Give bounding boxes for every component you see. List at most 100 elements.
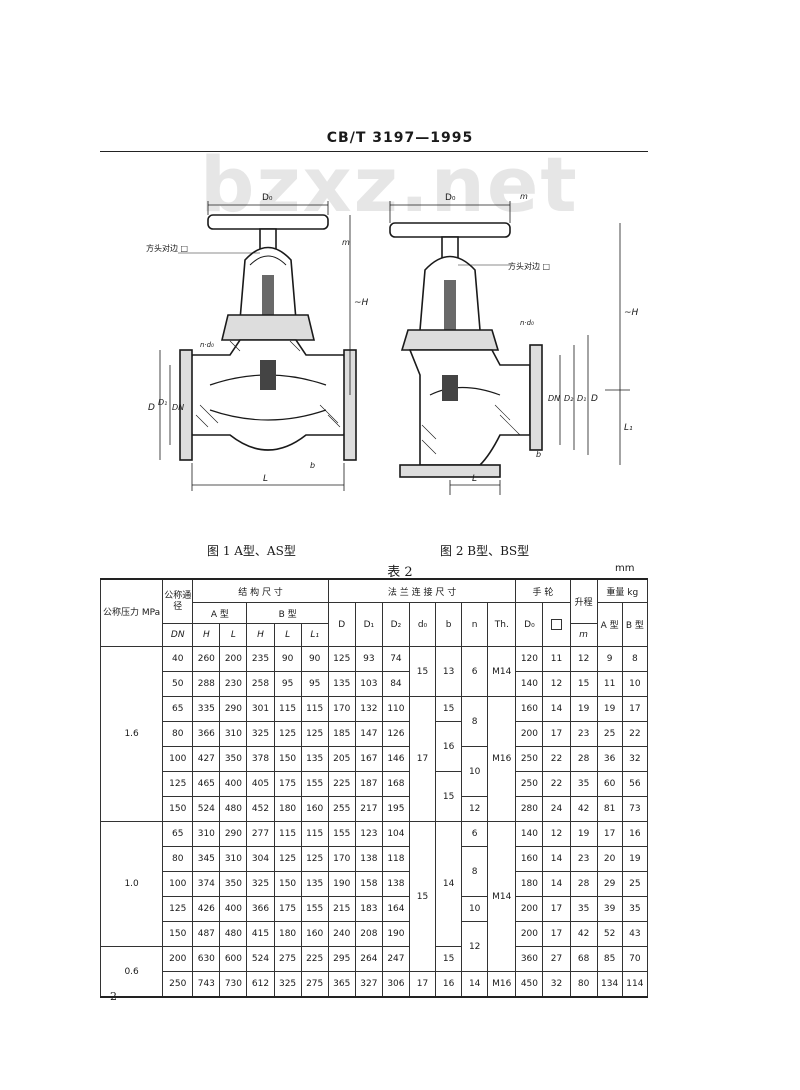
- figure-2-caption: 图 2 B型、BS型: [440, 544, 530, 558]
- cell: 427: [192, 746, 221, 772]
- cell: 12: [461, 796, 489, 822]
- cell: 19: [596, 696, 623, 722]
- cell: 183: [354, 896, 383, 922]
- cell: 22: [621, 721, 649, 747]
- cell: 180: [515, 871, 544, 897]
- cell: 35: [569, 771, 598, 797]
- cell: 345: [192, 846, 221, 872]
- cell: 80: [162, 846, 194, 872]
- header-dn-group: 公称通径: [162, 578, 194, 624]
- cell: 35: [621, 896, 649, 922]
- cell: 95: [273, 671, 302, 697]
- cell: 378: [246, 746, 275, 772]
- table-title: 表 2: [387, 565, 413, 580]
- cell: 160: [300, 796, 329, 822]
- label-square-fig1: 方头对边 □: [146, 243, 188, 253]
- cell: 366: [192, 721, 221, 747]
- header-dn: DN: [162, 623, 194, 647]
- cell: 24: [542, 796, 571, 822]
- cell: 68: [569, 946, 598, 972]
- cell: 90: [273, 646, 302, 672]
- cell: 374: [192, 871, 221, 897]
- cell: 12: [542, 671, 571, 697]
- cell: 10: [621, 671, 649, 697]
- header-th: Th.: [487, 602, 517, 647]
- cell: 35: [569, 896, 598, 922]
- header-h-a: H: [192, 623, 221, 647]
- cell: 23: [569, 846, 598, 872]
- cell: 17: [542, 896, 571, 922]
- cell: 304: [246, 846, 275, 872]
- table-row: 125 426 400 366 175 155 215 183 164 10 2…: [101, 896, 649, 922]
- cell: 450: [515, 971, 544, 998]
- cell: 200: [162, 946, 194, 972]
- cell: 103: [354, 671, 383, 697]
- cell: M16: [487, 971, 517, 998]
- cell: 125: [300, 846, 329, 872]
- cell: 19: [569, 696, 598, 722]
- header-b: b: [435, 602, 463, 647]
- header-d1: D₁: [354, 602, 383, 647]
- cell: 295: [327, 946, 356, 972]
- cell: 15: [435, 946, 463, 972]
- cell: 100: [162, 746, 194, 772]
- label-l1-fig2: L₁: [624, 423, 633, 433]
- valve-spec-table: 公称压力 MPa 公称通径 结 构 尺 寸 法 兰 连 接 尺 寸 手 轮 升程…: [99, 578, 649, 998]
- cell: 215: [327, 896, 356, 922]
- cell: 11: [596, 671, 623, 697]
- cell: 290: [219, 696, 248, 722]
- cell: 90: [300, 646, 329, 672]
- cell: 17: [542, 721, 571, 747]
- cell: 327: [354, 971, 383, 998]
- pressure-cell: 0.6: [99, 946, 164, 998]
- cell: 225: [300, 946, 329, 972]
- cell: 100: [162, 871, 194, 897]
- standard-header: CB/T 3197—1995: [326, 130, 474, 146]
- cell: 93: [354, 646, 383, 672]
- cell: 400: [219, 896, 248, 922]
- table-unit: mm: [615, 563, 635, 574]
- cell: 95: [300, 671, 329, 697]
- label-d1-fig1: D₁: [158, 398, 167, 407]
- cell: M16: [487, 696, 517, 822]
- cell: 360: [515, 946, 544, 972]
- header-weight-b: B 型: [621, 602, 649, 647]
- cell: 115: [300, 696, 329, 722]
- cell: 250: [515, 771, 544, 797]
- cell: 138: [354, 846, 383, 872]
- cell: 14: [542, 846, 571, 872]
- cell: 12: [569, 646, 598, 672]
- cell: 80: [569, 971, 598, 998]
- cell: 14: [542, 871, 571, 897]
- cell: 240: [327, 921, 356, 947]
- label-d-fig2: D: [591, 394, 598, 404]
- cell: 168: [381, 771, 410, 797]
- cell: 258: [246, 671, 275, 697]
- cell: 147: [354, 721, 383, 747]
- cell: 8: [461, 846, 489, 897]
- cell: 80: [162, 721, 194, 747]
- cell: 110: [381, 696, 410, 722]
- table-row: 250 743 730 612 325 275 365 327 306 17 1…: [101, 971, 649, 998]
- table-row: 80 345 310 304 125 125 170 138 118 8 160…: [101, 846, 649, 897]
- cell: 84: [381, 671, 410, 697]
- cell: 175: [273, 896, 302, 922]
- cell: 465: [192, 771, 221, 797]
- cell: 150: [273, 746, 302, 772]
- cell: 42: [569, 796, 598, 822]
- table-row: 1.0 65 310 290 277 115 115 155 123 104 1…: [99, 821, 649, 972]
- watermark: bzxz.net: [200, 140, 579, 229]
- cell: 630: [192, 946, 221, 972]
- cell: 73: [621, 796, 649, 822]
- cell: 70: [621, 946, 649, 972]
- cell: 205: [327, 746, 356, 772]
- table-row: 50 288 230 258 95 95 135 103 84 140 12 1…: [101, 671, 649, 697]
- cell: 277: [246, 821, 275, 847]
- cell: 16: [621, 821, 649, 847]
- cell: 217: [354, 796, 383, 822]
- header-l-b: L: [273, 623, 302, 647]
- cell: 16: [435, 721, 463, 772]
- cell: 12: [461, 921, 489, 972]
- label-d0-fig2: D₀: [445, 193, 456, 203]
- table-row: 150 487 480 415 180 160 240 208 190 12 2…: [101, 921, 649, 972]
